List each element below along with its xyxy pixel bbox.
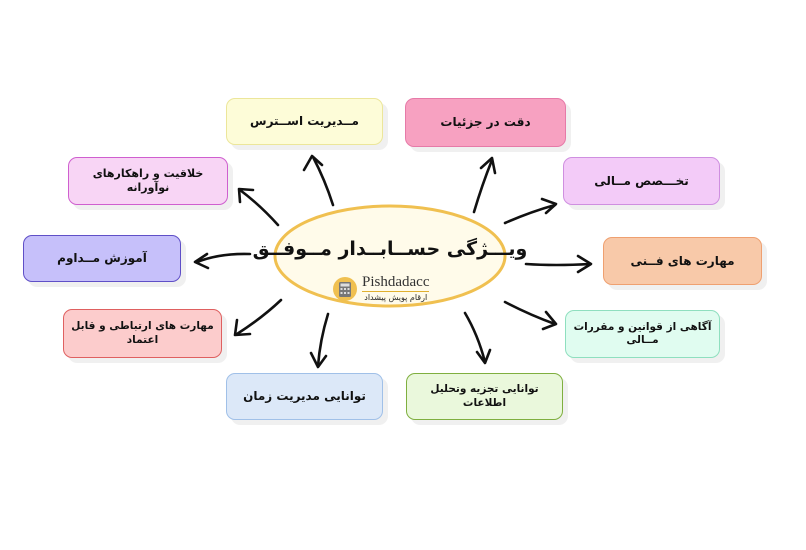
arrow-to-analysis xyxy=(463,311,492,365)
node-creativity: خلاقیت و راهکارهای نوآورانه xyxy=(68,157,228,205)
node-communication-skills: مهارت های ارتباطی و قابل اعتماد xyxy=(63,309,222,358)
center-title: ویـــژگی حســابــدار مــوفــق xyxy=(252,238,528,260)
arrow-to-detail xyxy=(472,156,497,214)
node-data-analysis: توانایی تجزیه وتحلیل اطلاعات xyxy=(406,373,563,420)
node-financial-expertise: تخـــصص مــالی xyxy=(563,157,720,205)
arrow-to-finance xyxy=(503,197,558,225)
logo-name: Pishdadacc xyxy=(362,274,430,292)
arrow-to-communication xyxy=(233,298,283,337)
node-time-management: توانایی مدیریت زمان xyxy=(226,373,383,420)
node-continuous-learning: آموزش مــداوم xyxy=(23,235,181,282)
node-attention-to-detail: دقت در جزئیات xyxy=(405,98,566,147)
arrow-to-creativity xyxy=(237,187,280,227)
center-ellipse xyxy=(273,204,507,308)
arrow-to-time xyxy=(309,312,330,369)
arrow-to-laws xyxy=(503,300,558,331)
node-stress-management: مــدیریت اســترس xyxy=(226,98,383,145)
logo-tagline: ارقام پویش پیشداد xyxy=(364,293,428,302)
node-technical-skills: مهارت های فــنی xyxy=(603,237,762,285)
node-laws-awareness: آگاهی از قوانین و مقررات مــالی xyxy=(565,310,720,358)
arrow-to-stress xyxy=(302,154,335,207)
calculator-icon xyxy=(333,276,357,301)
arrow-to-learning xyxy=(193,252,252,270)
arrow-to-technical xyxy=(524,254,593,274)
logo: Pishdadacc ارقام پویش پیشداد xyxy=(333,274,430,303)
